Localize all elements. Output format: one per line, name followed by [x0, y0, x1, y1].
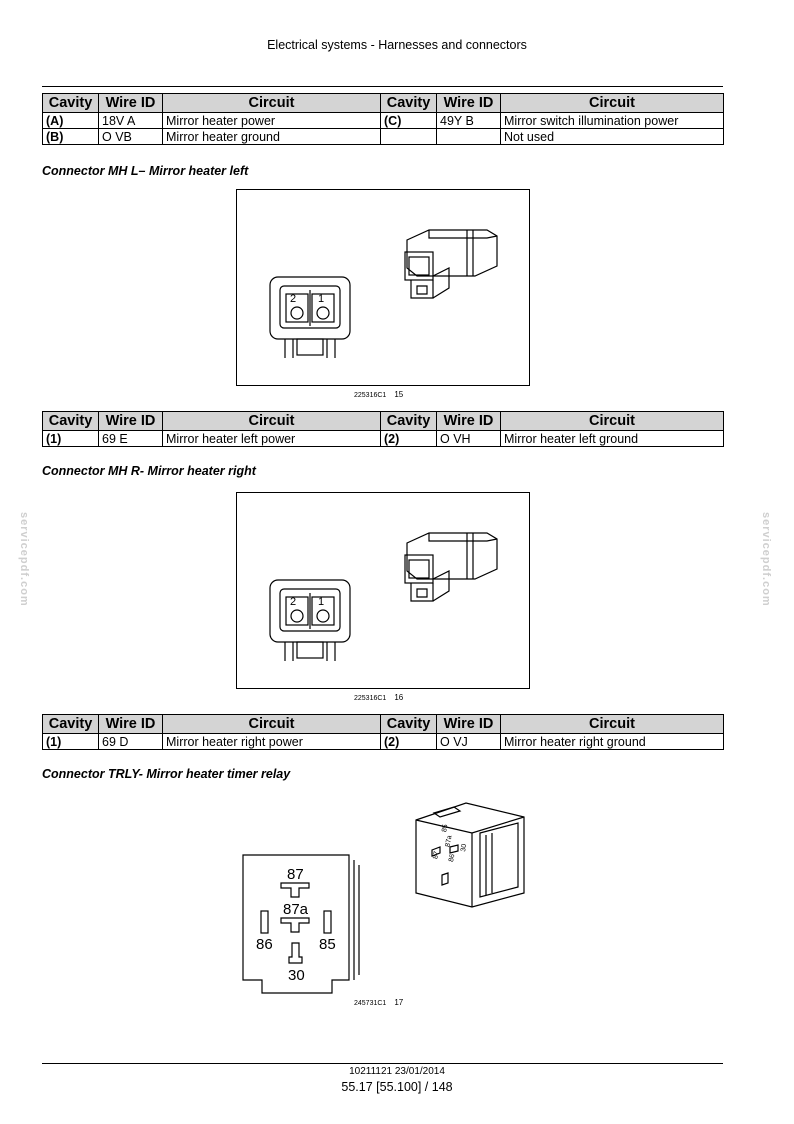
cell-wire-id: 69 E — [98, 430, 163, 447]
col-wire-id: Wire ID — [436, 714, 501, 734]
table-header-row: Cavity Wire ID Circuit Cavity Wire ID Ci… — [42, 714, 724, 734]
terminal-label: 87a — [445, 835, 454, 848]
terminal-label: 87 — [432, 851, 440, 860]
cell-cavity: (B) — [42, 128, 99, 145]
col-wire-id: Wire ID — [436, 93, 501, 113]
cell-circuit: Mirror heater left ground — [500, 430, 724, 447]
col-cavity: Cavity — [380, 714, 437, 734]
col-wire-id: Wire ID — [98, 93, 163, 113]
col-wire-id: Wire ID — [98, 411, 163, 431]
table-row: (1) 69 D Mirror heater right power (2) O… — [42, 733, 724, 750]
cell-circuit: Mirror heater power — [162, 112, 381, 129]
footer-rule — [42, 1063, 723, 1064]
section-heading-trly: Connector TRLY- Mirror heater timer rela… — [42, 767, 291, 781]
terminal-label: 30 — [288, 967, 305, 984]
footer-page-number: 55.17 [55.100] / 148 — [341, 1080, 453, 1094]
cell-cavity: (C) — [380, 112, 437, 129]
cell-circuit: Mirror heater right power — [162, 733, 381, 750]
terminal-label: 87 — [287, 866, 304, 883]
cell-cavity — [380, 128, 437, 145]
figure-mh-right: 2 1 — [236, 492, 530, 689]
connector-drawing: 2 1 — [269, 532, 498, 661]
figure-number: 15 — [394, 390, 404, 399]
col-circuit: Circuit — [162, 93, 381, 113]
cell-wire-id: O VB — [98, 128, 163, 145]
table-row: (1) 69 E Mirror heater left power (2) O … — [42, 430, 724, 447]
table-row: (B) O VB Mirror heater ground Not used — [42, 128, 724, 145]
col-wire-id: Wire ID — [98, 714, 163, 734]
terminal-label: 30 — [460, 843, 468, 852]
watermark-left: servicepdf.com — [18, 512, 30, 607]
cell-wire-id: 18V A — [98, 112, 163, 129]
table-cavities-mh-left: Cavity Wire ID Circuit Cavity Wire ID Ci… — [42, 411, 724, 447]
terminal-label: 85 — [441, 824, 449, 833]
footer-doc-ref: 10211121 23/01/2014 — [349, 1066, 445, 1077]
cell-circuit: Mirror heater left power — [162, 430, 381, 447]
pin-label: 2 — [290, 596, 296, 608]
cell-wire-id: O VJ — [436, 733, 501, 750]
cell-wire-id: 49Y B — [436, 112, 501, 129]
pin-label: 2 — [290, 293, 296, 305]
col-circuit: Circuit — [162, 411, 381, 431]
cell-wire-id — [436, 128, 501, 145]
terminal-label: 86 — [448, 853, 456, 862]
figure-code: 245731C1 — [354, 1000, 387, 1007]
cell-cavity: (1) — [42, 733, 99, 750]
cell-circuit: Mirror heater right ground — [500, 733, 724, 750]
cell-circuit: Mirror heater ground — [162, 128, 381, 145]
cell-cavity: (1) — [42, 430, 99, 447]
figure-caption: 225316C1 15 — [354, 390, 403, 399]
relay-drawing: 87 87a 86 85 30 87 87a 86 85 30 — [242, 802, 525, 994]
header-rule — [42, 86, 723, 87]
col-circuit: Circuit — [500, 411, 724, 431]
figure-number: 16 — [394, 693, 404, 702]
col-cavity: Cavity — [42, 411, 99, 431]
pin-label: 1 — [318, 596, 324, 608]
figure-trly: 87 87a 86 85 30 87 87a 86 85 30 — [236, 795, 536, 995]
pin-label: 1 — [318, 293, 324, 305]
col-circuit: Circuit — [500, 714, 724, 734]
col-circuit: Circuit — [162, 714, 381, 734]
figure-caption: 225316C1 16 — [354, 693, 403, 702]
connector-drawing: 2 1 — [269, 229, 498, 358]
cell-circuit: Not used — [500, 128, 724, 145]
col-cavity: Cavity — [42, 714, 99, 734]
table-cavities-mh-right: Cavity Wire ID Circuit Cavity Wire ID Ci… — [42, 714, 724, 750]
table-header-row: Cavity Wire ID Circuit Cavity Wire ID Ci… — [42, 93, 724, 113]
col-wire-id: Wire ID — [436, 411, 501, 431]
col-circuit: Circuit — [500, 93, 724, 113]
terminal-label: 87a — [283, 901, 309, 918]
section-heading-mh-left: Connector MH L– Mirror heater left — [42, 164, 249, 178]
terminal-label: 85 — [319, 936, 336, 953]
cell-cavity: (A) — [42, 112, 99, 129]
figure-mh-left: 2 1 — [236, 189, 530, 386]
table-header-row: Cavity Wire ID Circuit Cavity Wire ID Ci… — [42, 411, 724, 431]
cell-cavity: (2) — [380, 733, 437, 750]
table-row: (A) 18V A Mirror heater power (C) 49Y B … — [42, 112, 724, 129]
col-cavity: Cavity — [42, 93, 99, 113]
watermark-right: servicepdf.com — [760, 512, 772, 607]
col-cavity: Cavity — [380, 411, 437, 431]
page-header: Electrical systems - Harnesses and conne… — [267, 38, 527, 52]
terminal-label: 86 — [256, 936, 273, 953]
figure-number: 17 — [394, 998, 404, 1007]
col-cavity: Cavity — [380, 93, 437, 113]
cell-circuit: Mirror switch illumination power — [500, 112, 724, 129]
figure-code: 225316C1 — [354, 695, 387, 702]
cell-cavity: (2) — [380, 430, 437, 447]
cell-wire-id: O VH — [436, 430, 501, 447]
section-heading-mh-right: Connector MH R- Mirror heater right — [42, 464, 256, 478]
figure-code: 225316C1 — [354, 392, 387, 399]
figure-caption: 245731C1 17 — [354, 998, 403, 1007]
cell-wire-id: 69 D — [98, 733, 163, 750]
table-cavities-1: Cavity Wire ID Circuit Cavity Wire ID Ci… — [42, 93, 724, 145]
